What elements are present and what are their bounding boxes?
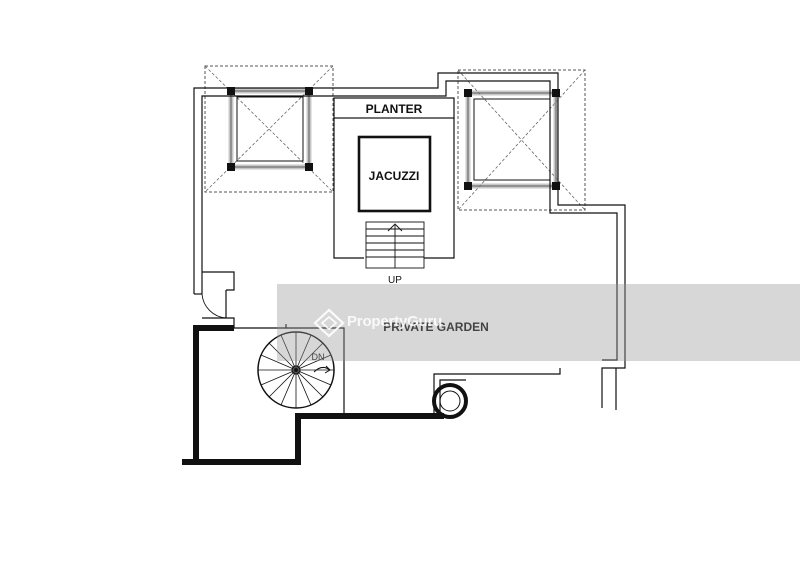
private-garden-label: PRIVATE GARDEN	[383, 320, 489, 334]
outer-wall	[193, 72, 626, 410]
spiral-staircase	[257, 331, 335, 409]
jacuzzi-label: JACUZZI	[369, 169, 420, 183]
planter-label: PLANTER	[366, 102, 423, 116]
lower-thick-wall	[182, 325, 444, 465]
right-planter-frame	[464, 89, 560, 190]
jacuzzi-platform	[333, 118, 455, 259]
door	[194, 271, 287, 329]
planter-strip	[333, 97, 455, 119]
left-planter-frame	[227, 87, 313, 171]
dn-label: DN	[312, 352, 325, 362]
up-label: UP	[388, 275, 402, 286]
round-column	[432, 383, 468, 419]
steps-up	[365, 221, 425, 269]
left-void-box	[204, 65, 334, 193]
